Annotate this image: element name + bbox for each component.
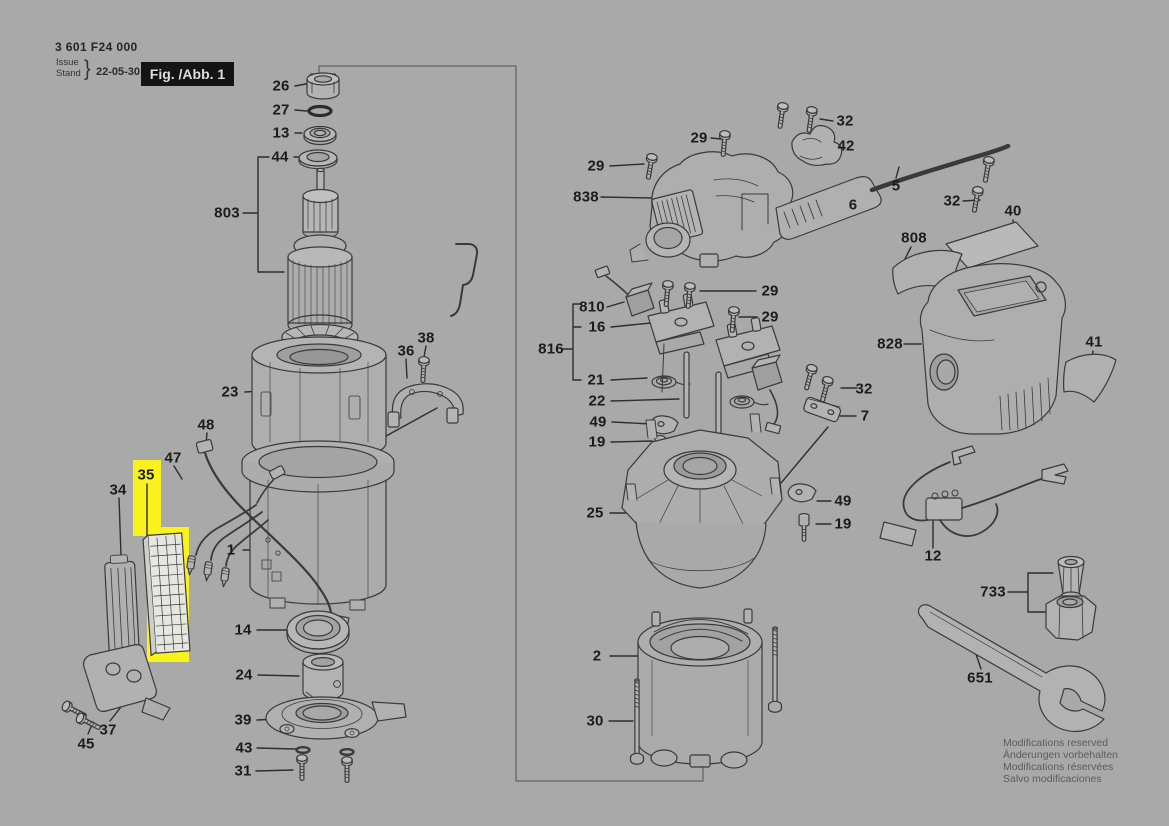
base-plate-39-drawing <box>265 696 407 740</box>
bracket-37-drawing <box>83 644 171 721</box>
screw-29-drawing <box>642 152 659 181</box>
screw-32-drawing <box>800 362 819 392</box>
armature-803-drawing <box>281 167 359 362</box>
o-ring-27-drawing <box>307 104 333 118</box>
electronics-module-35-drawing <box>142 532 191 657</box>
type-number: 3 601 F24 000 <box>55 40 138 54</box>
clip-49-drawing <box>787 483 817 503</box>
wire-loop-drawing <box>450 243 479 317</box>
bearing-bracket-25-drawing <box>621 413 783 589</box>
collet-733-drawing <box>1045 555 1097 641</box>
pin-22-drawing <box>683 351 690 419</box>
screw-38-drawing <box>417 355 430 384</box>
cord-boot-6-drawing <box>775 176 882 240</box>
issue-stand-label: Issue Stand <box>56 57 81 79</box>
switch-assembly-838-drawing <box>629 151 794 268</box>
screw-31-drawing <box>341 756 353 783</box>
cap-nut-26-drawing <box>306 72 340 100</box>
screw-32-drawing <box>816 374 835 404</box>
notice-line-fr: Modifications réservées <box>1003 761 1114 773</box>
modifications-notice: Modifications reserved Änderungen vorbeh… <box>1003 737 1118 785</box>
bearing-14-drawing <box>286 610 350 655</box>
screw-32-drawing <box>979 155 996 184</box>
carbon-brush-810-drawing <box>594 265 655 317</box>
washer-44-drawing <box>298 149 338 170</box>
stand-label: Stand <box>56 67 81 79</box>
carbon-brush-810-drawing <box>751 354 783 435</box>
spring-21-drawing <box>729 395 769 409</box>
screw-31-drawing <box>296 754 308 781</box>
notice-line-es: Salvo modificaciones <box>1003 773 1102 785</box>
notice-line-de: Änderungen vorbehalten <box>1003 749 1119 761</box>
pin-22-drawing <box>715 371 722 443</box>
long-screw-30-drawing <box>767 626 783 713</box>
screw-45-drawing <box>74 711 103 734</box>
screw-32-drawing <box>968 185 985 214</box>
screw-32-drawing <box>774 101 790 130</box>
screw-19-drawing <box>798 512 810 542</box>
brace-glyph: } <box>84 56 91 82</box>
motor-cover-828-drawing <box>919 263 1066 435</box>
sleeve-24-drawing <box>302 653 344 701</box>
field-housing-2-drawing <box>637 608 763 769</box>
stator-23-drawing <box>251 336 387 462</box>
cover-segment-41-drawing <box>1063 353 1117 403</box>
o-ring-43-drawing <box>295 746 311 754</box>
wiring-harness-12-drawing <box>879 445 1069 547</box>
notice-line-en: Modifications reserved <box>1003 737 1109 749</box>
issue-label: Issue <box>56 57 79 68</box>
figure-title-box: Fig. /Abb. 1 <box>141 62 234 86</box>
bearing-13-drawing <box>303 125 337 146</box>
issue-date: 22-05-30 <box>96 66 141 78</box>
wires-47-drawing <box>185 465 286 588</box>
nameplate-40-drawing <box>945 221 1039 269</box>
block-7-drawing <box>803 396 842 423</box>
wrench-651-drawing <box>918 604 1106 732</box>
o-ring-43-drawing <box>339 748 355 756</box>
cord-clamp-42-drawing <box>791 124 843 167</box>
bracket-36-drawing <box>387 383 464 428</box>
motor-housing-1-drawing <box>241 440 395 611</box>
power-cord-5-drawing <box>869 143 1011 193</box>
